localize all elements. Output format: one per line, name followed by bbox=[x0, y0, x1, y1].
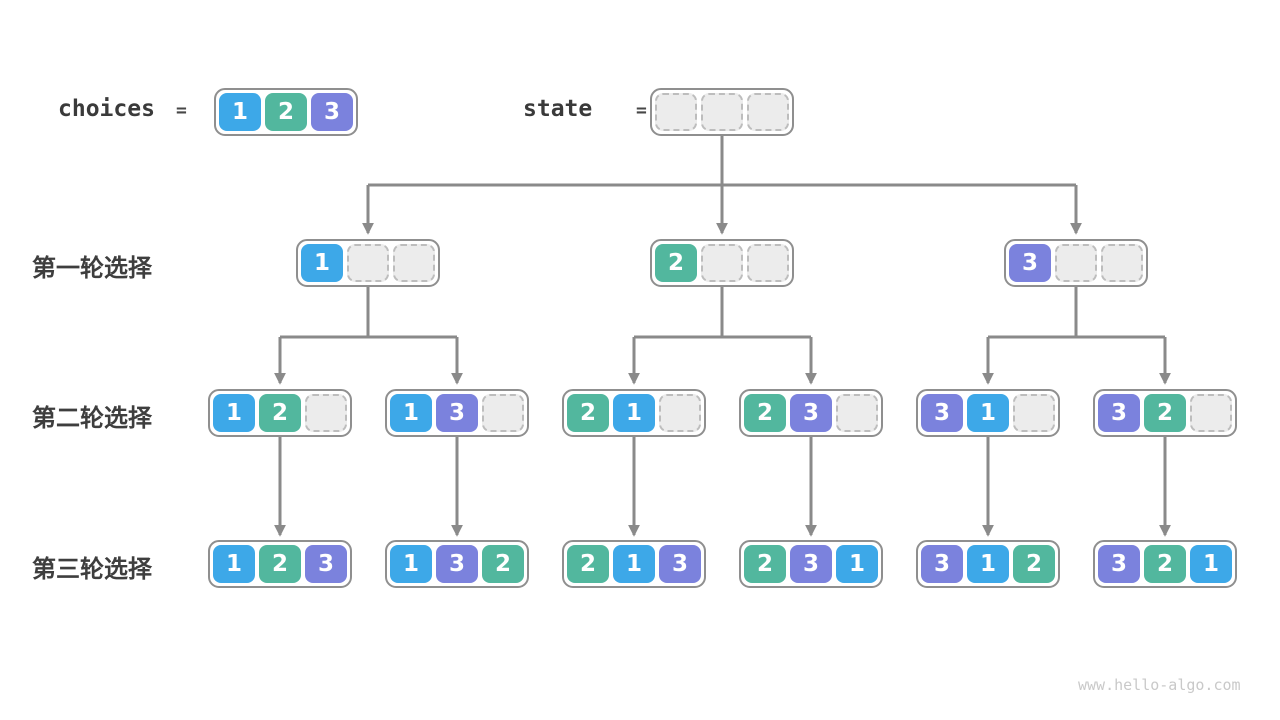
value-cell-1: 1 bbox=[836, 545, 878, 583]
value-cell-3: 3 bbox=[790, 545, 832, 583]
value-cell-1: 1 bbox=[213, 545, 255, 583]
value-cell-2: 2 bbox=[482, 545, 524, 583]
value-cell-1: 1 bbox=[967, 545, 1009, 583]
value-cell-3: 3 bbox=[1009, 244, 1051, 282]
choices-label: choices bbox=[58, 96, 155, 122]
value-cell-2: 2 bbox=[259, 545, 301, 583]
value-cell-3: 3 bbox=[436, 545, 478, 583]
empty-slot bbox=[1190, 394, 1232, 432]
value-cell-2: 2 bbox=[567, 545, 609, 583]
value-cell-1: 1 bbox=[390, 545, 432, 583]
value-cell-2: 2 bbox=[567, 394, 609, 432]
value-cell-1: 1 bbox=[301, 244, 343, 282]
empty-slot bbox=[1055, 244, 1097, 282]
empty-slot bbox=[655, 93, 697, 131]
value-cell-2: 2 bbox=[265, 93, 307, 131]
empty-slot bbox=[701, 93, 743, 131]
value-cell-3: 3 bbox=[921, 545, 963, 583]
value-cell-1: 1 bbox=[613, 545, 655, 583]
empty-slot bbox=[305, 394, 347, 432]
value-cell-1: 1 bbox=[613, 394, 655, 432]
value-cell-3: 3 bbox=[921, 394, 963, 432]
empty-slot bbox=[482, 394, 524, 432]
value-cell-3: 3 bbox=[790, 394, 832, 432]
value-cell-1: 1 bbox=[390, 394, 432, 432]
value-cell-3: 3 bbox=[659, 545, 701, 583]
empty-slot bbox=[347, 244, 389, 282]
choices-equals-sign: = bbox=[176, 100, 187, 121]
value-cell-1: 1 bbox=[967, 394, 1009, 432]
value-cell-2: 2 bbox=[259, 394, 301, 432]
value-cell-3: 3 bbox=[1098, 545, 1140, 583]
watermark: www.hello-algo.com bbox=[1078, 676, 1241, 694]
empty-slot bbox=[747, 93, 789, 131]
value-cell-2: 2 bbox=[744, 545, 786, 583]
value-cell-3: 3 bbox=[436, 394, 478, 432]
state-array-box bbox=[650, 88, 794, 136]
round-label-3: 第三轮选择 bbox=[32, 556, 152, 583]
empty-slot bbox=[836, 394, 878, 432]
value-cell-3: 3 bbox=[1098, 394, 1140, 432]
state-box-round1-2: 2 bbox=[650, 239, 794, 287]
value-cell-2: 2 bbox=[1013, 545, 1055, 583]
empty-slot bbox=[701, 244, 743, 282]
value-cell-1: 1 bbox=[213, 394, 255, 432]
empty-slot bbox=[659, 394, 701, 432]
value-cell-3: 3 bbox=[311, 93, 353, 131]
value-cell-1: 1 bbox=[1190, 545, 1232, 583]
round-label-1: 第一轮选择 bbox=[32, 255, 152, 282]
empty-slot bbox=[747, 244, 789, 282]
state-box-round1-1: 1 bbox=[296, 239, 440, 287]
empty-slot bbox=[1101, 244, 1143, 282]
empty-slot bbox=[1013, 394, 1055, 432]
value-cell-2: 2 bbox=[744, 394, 786, 432]
value-cell-2: 2 bbox=[1144, 545, 1186, 583]
value-cell-1: 1 bbox=[219, 93, 261, 131]
state-equals-sign: = bbox=[636, 100, 647, 121]
value-cell-2: 2 bbox=[1144, 394, 1186, 432]
state-box-round1-3: 3 bbox=[1004, 239, 1148, 287]
empty-slot bbox=[393, 244, 435, 282]
value-cell-2: 2 bbox=[655, 244, 697, 282]
value-cell-3: 3 bbox=[305, 545, 347, 583]
round-label-2: 第二轮选择 bbox=[32, 405, 152, 432]
state-label: state bbox=[523, 96, 593, 122]
